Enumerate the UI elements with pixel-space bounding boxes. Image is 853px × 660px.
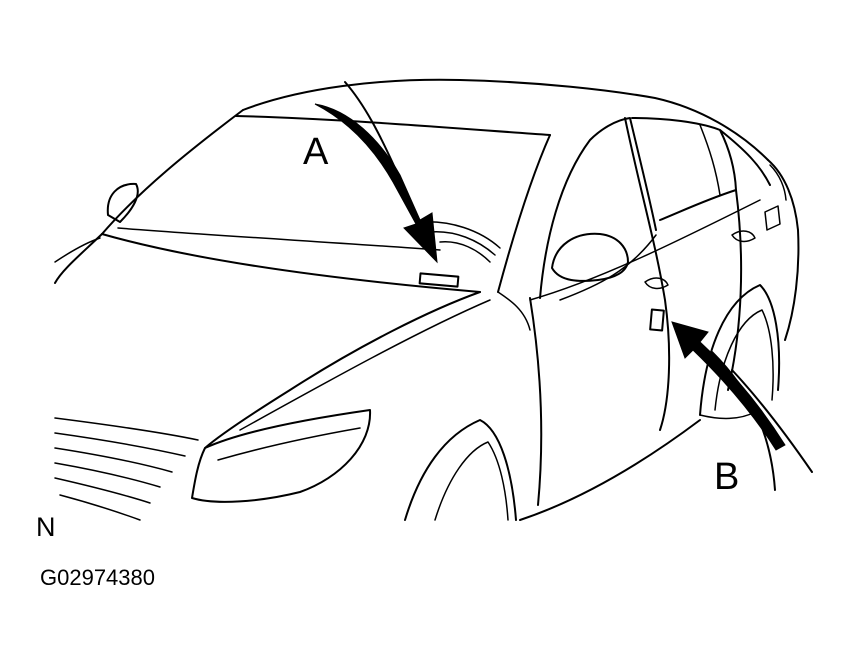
rocker-panel bbox=[519, 419, 701, 521]
front-door-window bbox=[539, 117, 657, 299]
b-pillar bbox=[624, 117, 671, 431]
windshield-top bbox=[235, 115, 551, 136]
rear-door-handle bbox=[731, 230, 756, 243]
wiper-line bbox=[117, 227, 441, 251]
callout-label-b: B bbox=[714, 456, 740, 498]
callout-label-a: A bbox=[303, 131, 329, 173]
headlamp bbox=[191, 409, 372, 503]
grille-bar-1 bbox=[54, 417, 199, 441]
headlamp-inner bbox=[217, 427, 361, 461]
rear-door-window bbox=[631, 117, 737, 221]
roof-outline bbox=[242, 78, 769, 161]
fuel-door bbox=[764, 205, 781, 231]
cowl-curve-2 bbox=[429, 231, 496, 256]
label-a-plate bbox=[418, 272, 460, 288]
hood-crease-2 bbox=[239, 299, 491, 431]
side-mirror bbox=[551, 232, 629, 282]
rear-quarter bbox=[767, 159, 800, 341]
arrow-b-tail bbox=[711, 351, 776, 491]
arrow-b-tail-2 bbox=[731, 369, 813, 473]
figure-code: G02974380 bbox=[40, 565, 155, 590]
front-wheel-arch bbox=[404, 419, 517, 521]
rear-door-rear-edge bbox=[727, 189, 743, 391]
window-sill bbox=[559, 234, 657, 301]
rear-light bbox=[769, 164, 787, 201]
hood-front-edge bbox=[54, 233, 103, 284]
c-pillar bbox=[719, 129, 771, 186]
grille-bar-2 bbox=[54, 432, 186, 457]
label-b-plate bbox=[649, 308, 665, 332]
hood-crease-1 bbox=[54, 237, 101, 263]
front-door-handle bbox=[644, 277, 669, 290]
rear-door-window-divider bbox=[699, 124, 721, 196]
arrow-a-tail bbox=[344, 81, 396, 169]
front-door-front-edge bbox=[529, 297, 543, 506]
rear-tire-bottom bbox=[699, 411, 756, 420]
view-label-n: N bbox=[36, 512, 56, 542]
arrow-b bbox=[671, 321, 786, 451]
grille-bar-3 bbox=[54, 447, 173, 473]
grille-bar-6 bbox=[59, 494, 141, 521]
grille-bar-5 bbox=[54, 477, 151, 504]
left-mirror bbox=[106, 182, 139, 223]
cowl-curve-3 bbox=[439, 241, 491, 263]
hood-shoulder bbox=[204, 291, 481, 449]
fender-line bbox=[497, 291, 531, 331]
body-line bbox=[529, 199, 761, 301]
front-tire bbox=[434, 441, 509, 521]
windshield-bottom bbox=[101, 233, 481, 293]
a-pillar bbox=[497, 134, 551, 293]
grille-bar-4 bbox=[54, 462, 161, 488]
windshield-left-pillar bbox=[101, 109, 244, 235]
arrow-a bbox=[314, 103, 438, 264]
